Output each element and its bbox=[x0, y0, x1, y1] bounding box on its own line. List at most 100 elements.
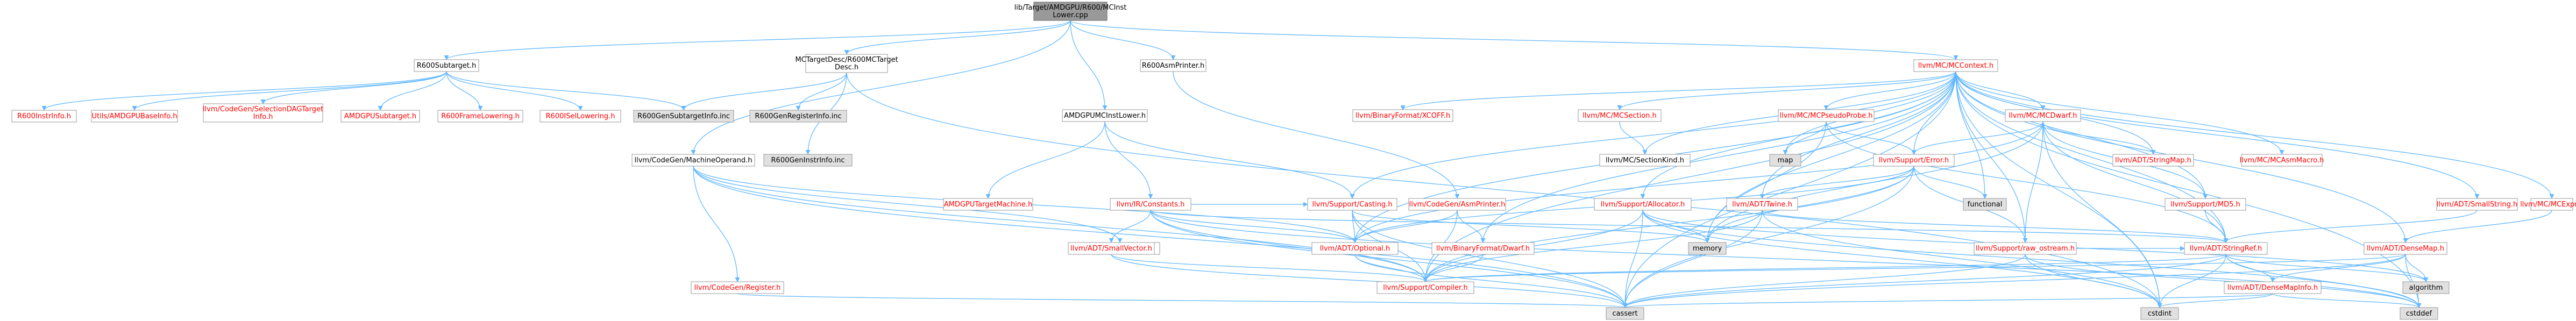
edge-irconstants-to-supportcompiler bbox=[1150, 210, 1428, 282]
node-machineoperand[interactable]: llvm/CodeGen/MachineOperand.h bbox=[631, 154, 755, 167]
edge-mccontext-to-mcsection bbox=[1617, 71, 1956, 110]
node-r600framelowering[interactable]: R600FrameLowering.h bbox=[437, 110, 523, 123]
node-label-r600isellowering: R600ISelLowering.h bbox=[546, 112, 615, 120]
node-label-root: lib/Target/AMDGPU/R600/MCInst bbox=[1014, 4, 1127, 12]
node-supportcasting[interactable]: llvm/Support/Casting.h bbox=[1307, 198, 1397, 211]
edge-adtstringref-to-supportcompiler bbox=[1423, 254, 2226, 282]
edge-mccontext-to-supportcompiler bbox=[1423, 71, 1956, 282]
node-amdgpumcinstlower[interactable]: AMDGPUMCInstLower.h bbox=[1062, 109, 1148, 122]
node-box-supporterror bbox=[1873, 154, 1955, 167]
edge-adtstringref-to-algorithm bbox=[2225, 254, 2429, 282]
node-r600genregisterinfo: R600GenRegisterInfo.inc bbox=[749, 110, 847, 123]
node-adttwine[interactable]: llvm/ADT/Twine.h bbox=[1726, 198, 1798, 211]
edge-adtdensemap-to-cstddef bbox=[2405, 254, 2422, 308]
edge-codegenasmprinter-to-adtoptional bbox=[1352, 210, 1458, 243]
node-box-binaryformatdwarf bbox=[1431, 242, 1535, 255]
node-smallstring[interactable]: llvm/ADT/SmallString.h bbox=[2436, 198, 2518, 211]
edge-root-to-mctargetdesc bbox=[844, 20, 1071, 55]
node-mccontext[interactable]: llvm/MC/MCContext.h bbox=[1913, 59, 1998, 72]
edge-mctargetdesc-to-r600gensubtargetinfo bbox=[681, 72, 847, 111]
node-box-amdgpubaseinfo bbox=[91, 110, 178, 123]
node-box-functional bbox=[1963, 198, 2007, 211]
node-r600isellowering[interactable]: R600ISelLowering.h bbox=[540, 110, 621, 123]
node-mcsection[interactable]: llvm/MC/MCSection.h bbox=[1578, 109, 1662, 122]
node-amdgputargetmachine[interactable]: AMDGPUTargetMachine.h bbox=[943, 198, 1033, 211]
edge-root-to-r600subtarget bbox=[444, 20, 1071, 60]
node-codegenasmprinter[interactable]: llvm/CodeGen/AsmPrinter.h bbox=[1408, 198, 1506, 211]
node-box-algorithm bbox=[2402, 281, 2450, 294]
node-adtoptional[interactable]: llvm/ADT/Optional.h bbox=[1311, 242, 1399, 255]
node-box-supportallocator bbox=[1594, 198, 1692, 211]
edge-mcsection-to-mcsectionkind bbox=[1619, 121, 1648, 155]
node-mcsectionkind[interactable]: llvm/MC/SectionKind.h bbox=[1599, 154, 1691, 167]
node-label-mctargetdesc: Desc.h bbox=[835, 63, 858, 72]
node-root: lib/Target/AMDGPU/R600/MCInstLower.cpp bbox=[1014, 2, 1127, 21]
node-irconstants[interactable]: llvm/IR/Constants.h bbox=[1110, 198, 1191, 211]
node-mcdwarf[interactable]: llvm/MC/MCDwarf.h bbox=[2005, 109, 2081, 122]
node-adtstringmap[interactable]: llvm/ADT/StringMap.h bbox=[2112, 154, 2194, 167]
node-r600subtarget[interactable]: R600Subtarget.h bbox=[414, 59, 479, 72]
edge-mccontext-to-binaryformatxcoff bbox=[1400, 71, 1956, 110]
edge-r600asmprinter-to-codegenasmprinter bbox=[1173, 71, 1460, 199]
node-supportcompiler[interactable]: llvm/Support/Compiler.h bbox=[1376, 281, 1474, 294]
edge-mccontext-to-cstddef bbox=[1955, 71, 2422, 308]
node-box-adtsmallvector bbox=[1068, 242, 1155, 255]
node-box-adtstringmap bbox=[2112, 154, 2194, 167]
node-box-rawostream bbox=[1974, 242, 2077, 255]
edge-mcdwarf-to-adtstringref bbox=[2042, 121, 2229, 243]
node-supportallocator[interactable]: llvm/Support/Allocator.h bbox=[1594, 198, 1692, 211]
edge-supportcasting-to-memory bbox=[1352, 210, 1710, 243]
node-box-supportcompiler bbox=[1376, 281, 1474, 294]
node-label-mccontext: llvm/MC/MCContext.h bbox=[1918, 62, 1993, 70]
node-amdgpusubtarget[interactable]: AMDGPUSubtarget.h bbox=[340, 110, 420, 123]
edge-adttwine-to-adtstringref bbox=[1762, 210, 2229, 243]
node-label-supporterror: llvm/Support/Error.h bbox=[1879, 156, 1949, 165]
node-binaryformatdwarf[interactable]: llvm/BinaryFormat/Dwarf.h bbox=[1431, 242, 1535, 255]
node-label-gisel: Info.h bbox=[253, 113, 273, 121]
node-label-gisel: llvm/CodeGen/SelectionDAGTarget bbox=[203, 105, 323, 113]
edge-machineoperand-to-irintrinsics bbox=[693, 166, 1123, 243]
node-codegenregister[interactable]: llvm/CodeGen/Register.h bbox=[691, 281, 784, 294]
edge-mcpseudoprobe-to-adtstringref bbox=[1826, 121, 2229, 243]
node-box-supportmd5 bbox=[2165, 198, 2246, 211]
node-densemapinfo[interactable]: llvm/ADT/DenseMapInfo.h bbox=[2224, 281, 2322, 294]
node-r600instrinfo[interactable]: R600InstrInfo.h bbox=[11, 110, 77, 123]
node-label-supportallocator: llvm/Support/Allocator.h bbox=[1601, 201, 1685, 209]
node-rawostream[interactable]: llvm/Support/raw_ostream.h bbox=[1974, 242, 2077, 255]
node-box-r600asmprinter bbox=[1140, 59, 1207, 72]
node-adtsmallvector[interactable]: llvm/ADT/SmallVector.h bbox=[1068, 242, 1155, 255]
node-label-mcexpr: llvm/MC/MCExpr.h bbox=[2520, 201, 2576, 209]
edge-rawostream-to-cassert bbox=[1622, 254, 2026, 308]
node-mcasmmacro[interactable]: llvm/MC/MCAsmMacro.h bbox=[2240, 154, 2324, 167]
node-amdgpubaseinfo[interactable]: Utils/AMDGPUBaseInfo.h bbox=[91, 110, 178, 123]
edge-supportallocator-to-cassert bbox=[1622, 210, 1643, 308]
node-box-r600framelowering bbox=[437, 110, 523, 123]
edge-r600subtarget-to-amdgpubaseinfo bbox=[132, 71, 447, 111]
edge-irconstants-to-cstddef bbox=[1150, 210, 2422, 308]
node-box-mctargetdesc bbox=[805, 54, 888, 73]
edge-adtstringref-to-cstddef bbox=[2225, 254, 2422, 308]
node-supporterror[interactable]: llvm/Support/Error.h bbox=[1873, 154, 1955, 167]
node-adtdensemap[interactable]: llvm/ADT/DenseMap.h bbox=[2364, 242, 2447, 255]
edge-amdgpumcinstlower-to-irconstants bbox=[1104, 121, 1153, 199]
node-box-mcdwarf bbox=[2005, 109, 2081, 122]
edge-r600subtarget-to-r600instrinfo bbox=[41, 71, 447, 111]
node-adtstringref[interactable]: llvm/ADT/StringRef.h bbox=[2184, 242, 2268, 255]
edge-machineoperand-to-supportcompiler bbox=[693, 166, 1428, 282]
node-supportmd5[interactable]: llvm/Support/MD5.h bbox=[2165, 198, 2246, 211]
node-label-mcsection: llvm/MC/MCSection.h bbox=[1582, 112, 1657, 120]
edge-mccontext-to-mcexpr bbox=[1955, 71, 2554, 199]
node-r600asmprinter[interactable]: R600AsmPrinter.h bbox=[1140, 59, 1207, 72]
edge-mcdwarf-to-rawostream bbox=[2023, 121, 2043, 243]
edge-mcdwarf-to-supporterror bbox=[1911, 121, 2043, 155]
node-binaryformatxcoff[interactable]: llvm/BinaryFormat/XCOFF.h bbox=[1352, 109, 1453, 122]
node-box-r600geninstrinfo bbox=[763, 154, 853, 167]
edge-root-to-r600asmprinter bbox=[1070, 20, 1176, 60]
node-label-densemapinfo: llvm/ADT/DenseMapInfo.h bbox=[2227, 284, 2318, 292]
node-label-amdgpumcinstlower: AMDGPUMCInstLower.h bbox=[1064, 112, 1146, 120]
node-mcpseudoprobe[interactable]: llvm/MC/MCPseudoProbe.h bbox=[1778, 109, 1875, 122]
node-mcexpr[interactable]: llvm/MC/MCExpr.h bbox=[2520, 198, 2576, 211]
edge-amdgpumcinstlower-to-supportcasting bbox=[1104, 121, 1355, 199]
